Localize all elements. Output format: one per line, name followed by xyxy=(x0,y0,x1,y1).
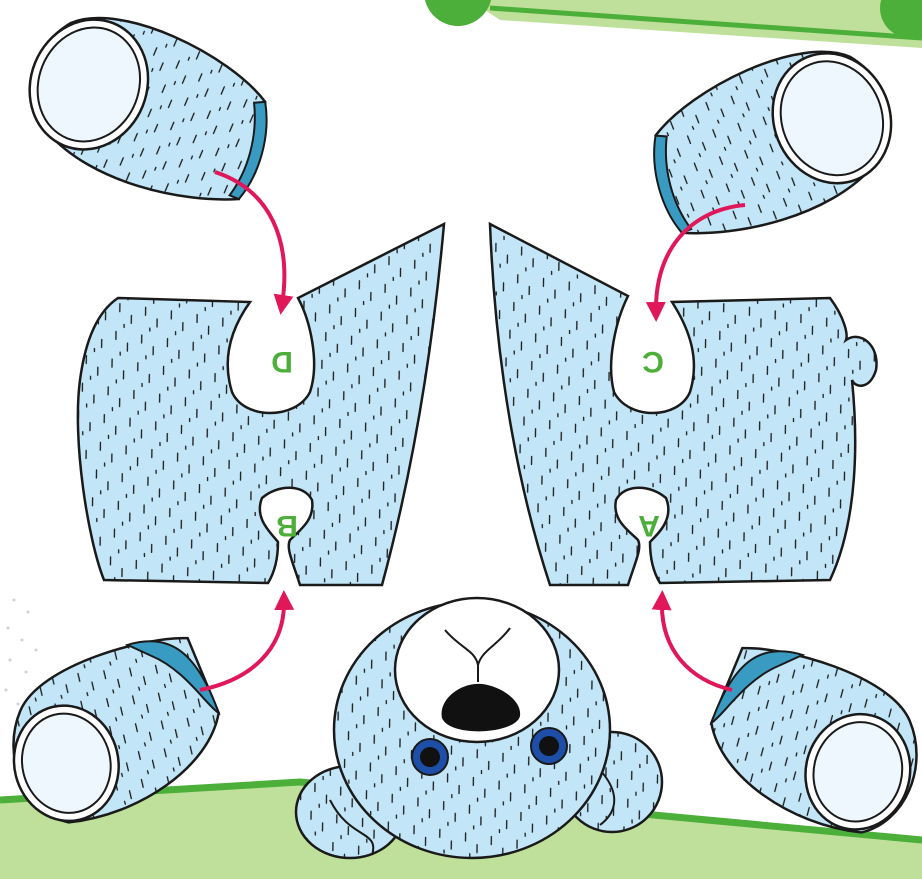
top-banner xyxy=(424,0,922,48)
bear-head-piece[interactable] xyxy=(296,598,662,858)
slot-c-label: C xyxy=(642,345,664,378)
limb-piece-bottom-right[interactable] xyxy=(694,637,922,843)
slot-a[interactable]: A xyxy=(638,509,660,542)
arrow-to-slot-b xyxy=(200,600,284,690)
slot-b[interactable]: B xyxy=(276,509,298,542)
slot-a-label: A xyxy=(638,509,660,542)
limb-piece-top-right[interactable] xyxy=(630,26,915,260)
dot-decoration xyxy=(5,599,38,706)
left-body-piece[interactable] xyxy=(78,224,444,585)
slot-b-label: B xyxy=(276,509,298,542)
arrow-to-slot-a xyxy=(662,600,732,690)
slot-d-label: D xyxy=(271,345,293,378)
slot-d[interactable]: D xyxy=(271,345,293,378)
top-button-circle xyxy=(424,0,492,26)
right-body-piece[interactable] xyxy=(490,224,877,585)
slot-c[interactable]: C xyxy=(642,345,664,378)
